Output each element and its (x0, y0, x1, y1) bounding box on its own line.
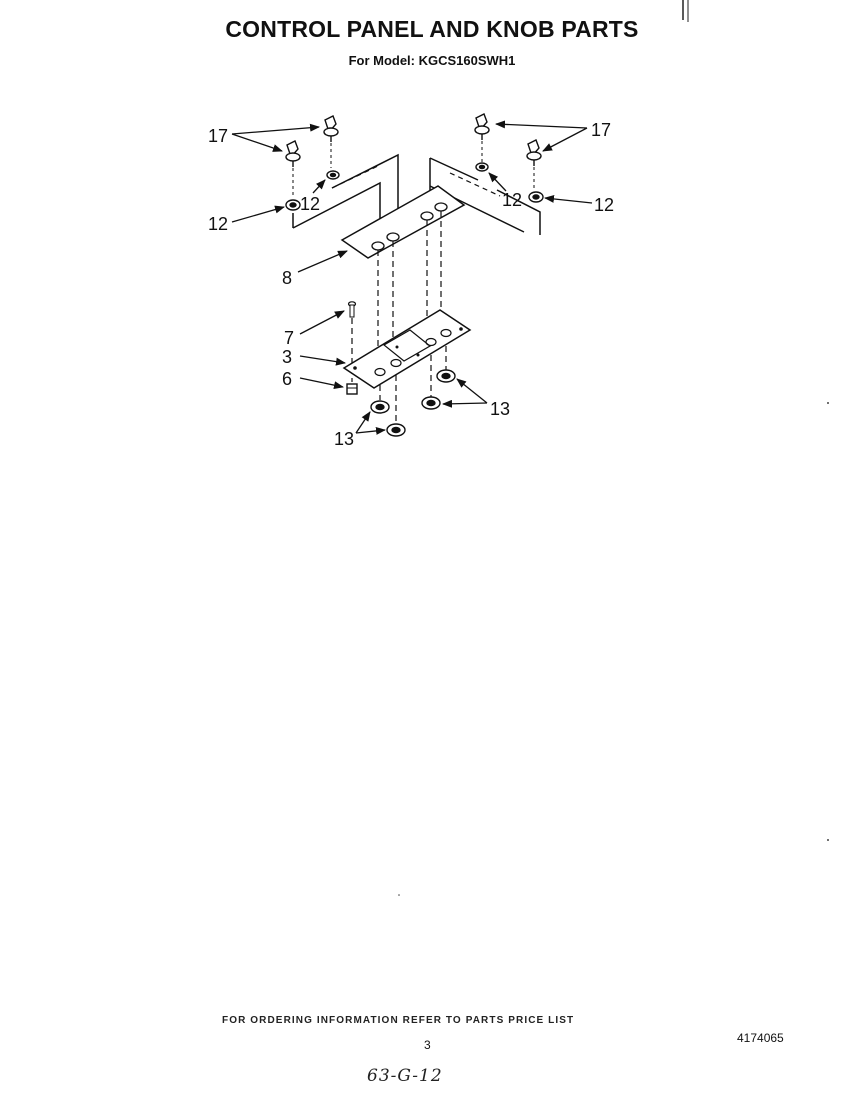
handwritten-note: 63-G-12 (367, 1066, 443, 1086)
bracket-hole (425, 337, 437, 347)
part-17-knob (323, 115, 339, 142)
part-3-switch-bracket (342, 309, 472, 389)
callout-12-right-outer: 12 (594, 195, 614, 215)
part-12-bushing (475, 162, 489, 172)
ordering-information-note: FOR ORDERING INFORMATION REFER TO PARTS … (222, 1015, 575, 1026)
callout-13-right: 13 (490, 399, 510, 419)
part-17-knob (474, 113, 490, 140)
knob-guides (292, 141, 535, 198)
part-13-grommet (370, 400, 390, 414)
bracket-rivet (395, 345, 399, 349)
part-12-bushing (326, 170, 340, 180)
scan-speck (398, 894, 400, 896)
callout-6: 6 (282, 369, 292, 389)
part-8-control-plate (340, 185, 466, 259)
callout-3: 3 (282, 347, 292, 367)
callout-17-left: 17 (208, 126, 228, 146)
part-13-grommet (386, 423, 406, 437)
part-17-knob (285, 140, 301, 167)
bracket-rivet (353, 366, 357, 370)
bracket-hole (390, 358, 402, 368)
callout-7: 7 (284, 328, 294, 348)
part-12-bushing (285, 199, 301, 211)
document-number: 4174065 (737, 1031, 784, 1045)
callout-12-left-outer: 12 (208, 214, 228, 234)
model-subtitle: For Model: KGCS160SWH1 (348, 53, 516, 68)
callout-12-left-inner: 12 (300, 194, 320, 214)
part-12-bushing (528, 191, 544, 203)
callout-8: 8 (282, 268, 292, 288)
part-7-screw (347, 301, 357, 318)
callout-13-left: 13 (334, 429, 354, 449)
scan-speck (827, 402, 829, 404)
callout-12-right-inner: 12 (502, 190, 522, 210)
part-6-nut (346, 383, 358, 395)
bracket-hole (440, 328, 452, 338)
bracket-rivet (459, 327, 463, 331)
callout-17-right: 17 (591, 120, 611, 140)
part-13-grommet (436, 369, 456, 383)
page-title: CONTROL PANEL AND KNOB PARTS (225, 16, 639, 42)
scan-speck (827, 839, 829, 841)
leader-arrows (231, 120, 593, 435)
part-13-grommet (421, 396, 441, 410)
bracket-hole (374, 367, 386, 377)
page-number: 3 (424, 1038, 431, 1052)
part-17-knob (526, 139, 542, 166)
right-panel-bracket-dashed (449, 172, 501, 197)
right-panel-bracket (429, 157, 541, 235)
bracket-rivet (416, 353, 420, 357)
